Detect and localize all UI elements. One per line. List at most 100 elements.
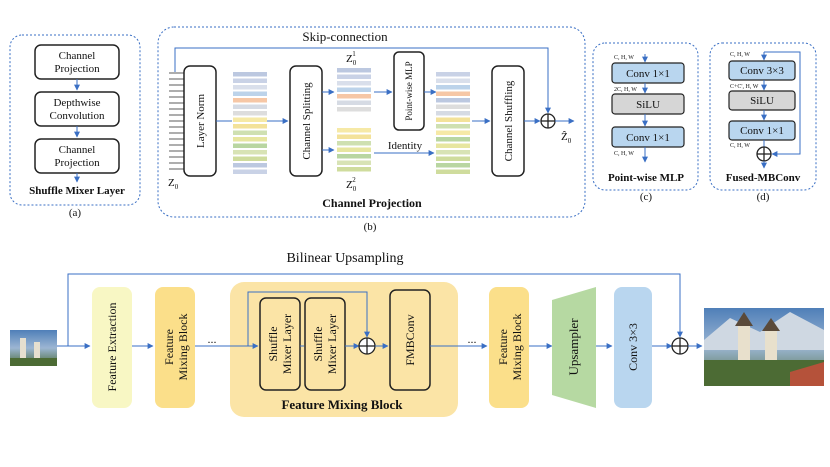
- skip-connection-label: Skip-connection: [302, 29, 388, 44]
- conv1x1-box-d: [728, 120, 796, 141]
- fmbconv-block: [389, 289, 431, 391]
- shuffle-mixer-layer-2-label: ShuffleMixer Layer: [311, 314, 339, 374]
- pointwise-mlp-box: [393, 51, 425, 131]
- z2-label: Z02: [346, 176, 357, 193]
- feature-stripe: [233, 169, 267, 174]
- panel-d-border: [709, 42, 817, 191]
- feature-stripe: [233, 104, 267, 109]
- skip-connection-arrow: [174, 47, 551, 114]
- pointwise-mlp-label: Point-wise MLP: [404, 61, 414, 120]
- upsampler-block: [552, 287, 596, 408]
- silu-box-c: [611, 93, 685, 115]
- shuffle-mixer-layer-2: [304, 297, 346, 391]
- feature-stripe: [436, 143, 470, 148]
- feature-stripe: [233, 124, 267, 129]
- shuffle-mixer-layer-1-label: ShuffleMixer Layer: [266, 314, 294, 374]
- feature-stripe: [337, 81, 371, 86]
- feature-stripe: [436, 137, 470, 142]
- dim-d-1: C, H, W: [730, 52, 750, 58]
- feature-stripe: [233, 150, 267, 155]
- panel-d-caption: (d): [757, 191, 770, 203]
- feature-stripe: [233, 137, 267, 142]
- feature-stripe: [436, 156, 470, 161]
- feature-stripe: [337, 141, 371, 146]
- inner-skip-arrow: [247, 291, 370, 346]
- feature-stripe: [436, 78, 470, 83]
- feature-stripe: [233, 143, 267, 148]
- feature-mixing-block-2-label: FeatureMixing Block: [496, 313, 524, 380]
- dim-d-2: C+C', H, W: [730, 84, 759, 90]
- panel-b-title: Channel Projection: [322, 196, 422, 210]
- conv1x1-box-c-1: [611, 62, 685, 84]
- panel-c: C, H, W Conv 1×1 2C, H, W SiLU Conv 1×1 …: [592, 42, 699, 203]
- feature-stripe: [233, 117, 267, 122]
- feature-mixing-block-1-label: FeatureMixing Block: [162, 313, 190, 380]
- dim-c-2: 2C, H, W: [614, 87, 637, 93]
- feature-stripe: [337, 167, 371, 172]
- feature-stripe: [436, 72, 470, 77]
- ellipsis-1: ...: [208, 332, 217, 346]
- conv1x1-label-d: Conv 1×1: [740, 125, 784, 137]
- bottom-pipeline: Bilinear Upsampling Feature Extraction F…: [10, 251, 824, 417]
- feature-extraction-label: Feature Extraction: [105, 303, 119, 392]
- feature-stripe: [337, 147, 371, 152]
- ellipsis-2: ...: [468, 332, 477, 346]
- feature-stripe: [233, 72, 267, 77]
- conv1x1-label-c-1: Conv 1×1: [626, 68, 670, 80]
- dim-d-3: C, H, W: [730, 143, 750, 149]
- feature-extraction-block: [92, 287, 132, 408]
- feature-stripe: [436, 91, 470, 96]
- conv3x3-box-d: [728, 60, 796, 81]
- feature-stripe: [233, 130, 267, 135]
- input-lines: [169, 72, 184, 170]
- conv3x3-label: Conv 3×3: [626, 323, 640, 371]
- feature-mixing-block-title: Feature Mixing Block: [281, 397, 403, 412]
- z1-label: Z01: [346, 50, 357, 67]
- feature-stripe: [436, 150, 470, 155]
- output-stripes: [436, 72, 470, 174]
- shuffle-mixer-layer-1: [259, 297, 301, 391]
- feature-stripe: [233, 111, 267, 116]
- channel-splitting-box: [289, 65, 323, 177]
- feature-mixing-block-2: [489, 287, 529, 408]
- dim-c-1: C, H, W: [614, 55, 634, 61]
- panel-c-title: Point-wise MLP: [608, 172, 684, 184]
- channel-splitting-label: Channel Splitting: [301, 82, 313, 160]
- feature-stripe: [436, 163, 470, 168]
- feature-stripe: [233, 98, 267, 103]
- feature-stripe: [233, 156, 267, 161]
- layer-norm-label: Layer Norm: [195, 94, 207, 149]
- channel-shuffling-label: Channel Shuffling: [503, 80, 515, 161]
- feature-stripe: [337, 107, 371, 112]
- feature-stripe: [337, 74, 371, 79]
- feature-stripe: [436, 98, 470, 103]
- feature-stripe: [436, 104, 470, 109]
- panel-b-caption: (b): [364, 221, 377, 233]
- feature-stripe: [337, 134, 371, 139]
- feature-stripe: [337, 100, 371, 105]
- input-image: [10, 330, 57, 366]
- feature-stripe: [337, 154, 371, 159]
- fmbconv-label: FMBConv: [403, 314, 417, 365]
- feature-stripes-1: [233, 72, 267, 174]
- zhat-label: Ẑ0: [561, 131, 572, 145]
- feature-mixing-block-1: [155, 287, 195, 408]
- panel-a-title: Shuffle Mixer Layer: [29, 185, 125, 197]
- bilinear-upsampling-arrow: [67, 273, 683, 346]
- feature-stripe: [436, 124, 470, 129]
- silu-label-d: SiLU: [750, 95, 774, 107]
- upsampler-label: Upsampler: [566, 318, 581, 376]
- feature-stripe: [233, 85, 267, 90]
- feature-stripe: [337, 160, 371, 165]
- bilinear-upsampling-label: Bilinear Upsampling: [286, 251, 403, 266]
- feature-stripe: [436, 85, 470, 90]
- feature-stripe: [233, 78, 267, 83]
- feature-stripe: [233, 91, 267, 96]
- panel-d-title: Fused-MBConv: [726, 172, 801, 184]
- feature-stripe: [337, 68, 371, 73]
- feature-stripe: [436, 169, 470, 174]
